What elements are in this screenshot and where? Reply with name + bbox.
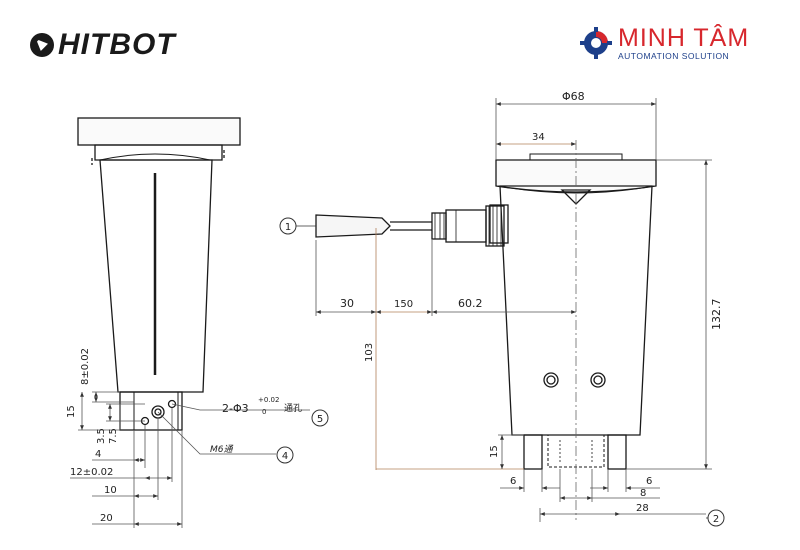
- side-dimensions: [70, 391, 310, 528]
- dim-6-left: 6: [510, 476, 516, 487]
- svg-text:2: 2: [713, 514, 719, 525]
- note-holes: 2-Φ3: [222, 402, 249, 415]
- side-collar: [94, 144, 223, 161]
- dim-20: 20: [100, 513, 113, 524]
- svg-text:1: 1: [285, 222, 291, 233]
- dim-34: 34: [532, 132, 545, 143]
- front-body: [499, 185, 653, 436]
- callout-2: 2: [706, 509, 725, 527]
- dim-4: 4: [95, 449, 101, 460]
- front-connector: [489, 204, 509, 244]
- svg-text:5: 5: [317, 414, 323, 425]
- dim-30: 30: [340, 297, 354, 310]
- dim-8pm: 8±0.02: [80, 348, 91, 385]
- side-view: [77, 117, 241, 431]
- dim-7-5: 7.5: [108, 428, 119, 444]
- cable-plug: [315, 214, 391, 238]
- dim-12pm: 12±0.02: [70, 467, 113, 478]
- svg-text:4: 4: [282, 451, 288, 462]
- note-holes-suffix: 通孔: [284, 403, 302, 414]
- cable-coupler: [445, 209, 487, 243]
- dim-15-left: 15: [66, 405, 77, 418]
- dim-10: 10: [104, 485, 117, 496]
- side-body: [99, 159, 213, 393]
- cable-knurl: [485, 205, 505, 247]
- cable-assembly: [315, 205, 505, 247]
- side-hole-upper: [167, 399, 177, 409]
- dim-103: 103: [364, 343, 375, 362]
- side-top-flange: [77, 117, 241, 146]
- note-m6: M6通: [210, 444, 233, 455]
- dim-132-7: 132.7: [710, 299, 723, 331]
- callout-4: 4: [276, 446, 294, 464]
- hitbot-logo: HITBOT: [30, 28, 176, 62]
- front-dimensions: [315, 98, 712, 522]
- hitbot-wordmark: HITBOT: [58, 28, 176, 61]
- minhtam-logo: MINH TÂM AUTOMATION SOLUTION: [580, 26, 749, 61]
- hitbot-bird-icon: [30, 33, 54, 57]
- front-view: [489, 153, 657, 470]
- minhtam-title: MINH TÂM: [618, 24, 750, 52]
- callout-5: 5: [311, 409, 329, 427]
- dim-28: 28: [636, 503, 649, 514]
- dim-3-5: 3.5: [96, 428, 107, 444]
- dim-150: 150: [394, 299, 413, 310]
- front-screw-left: [543, 372, 559, 388]
- dim-8-right: 8: [640, 488, 646, 499]
- gear-icon: [580, 27, 612, 60]
- dim-15-right: 15: [489, 445, 500, 458]
- front-finger-left: [523, 434, 543, 470]
- side-gripper-block: [119, 391, 183, 431]
- note-tol-bottom: 0: [262, 408, 266, 416]
- front-finger-right: [607, 434, 627, 470]
- front-screw-right: [590, 372, 606, 388]
- dim-6-right: 6: [646, 476, 652, 487]
- callout-1: 1: [279, 217, 316, 235]
- note-tol-top: +0.02: [258, 396, 279, 404]
- minhtam-subtitle: AUTOMATION SOLUTION: [618, 51, 730, 61]
- dim-60-2: 60.2: [458, 297, 483, 310]
- dim-phi68: Φ68: [562, 90, 585, 103]
